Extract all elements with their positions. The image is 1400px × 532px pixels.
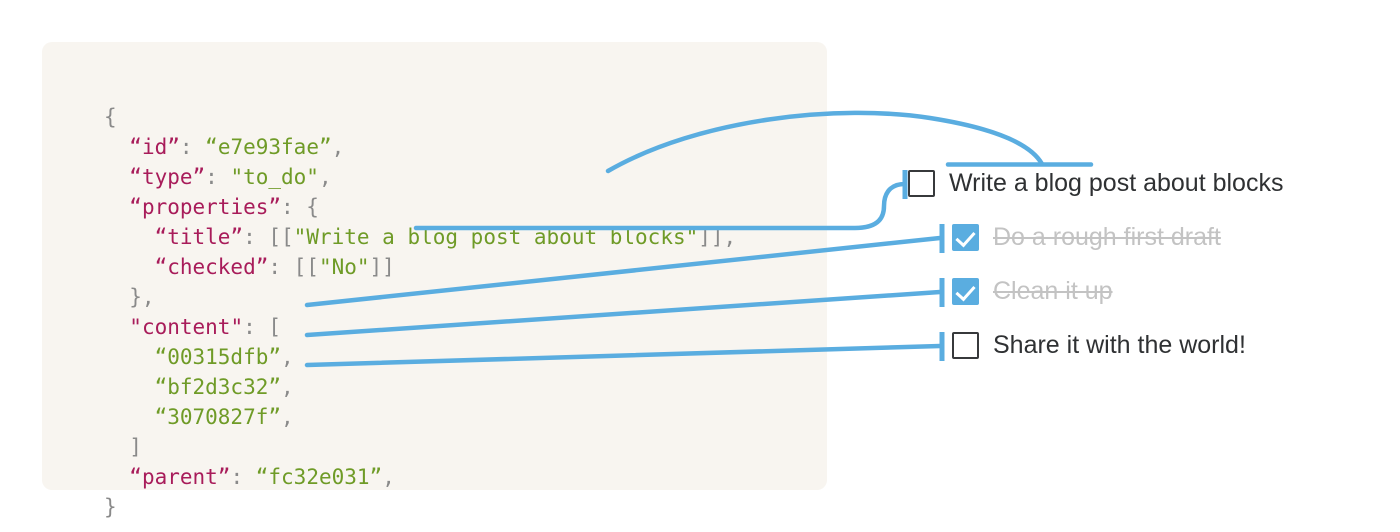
- code-token: : [[: [243, 225, 294, 249]
- code-token: [104, 345, 155, 369]
- json-code-block: { “id”: “e7e93fae”, “type”: "to_do", “pr…: [104, 102, 736, 522]
- checkbox-checked-icon[interactable]: [952, 223, 979, 251]
- code-line-3: “properties”: {: [104, 192, 736, 222]
- code-token: "Write a blog post about blocks": [293, 225, 699, 249]
- code-token: “3070827f”: [154, 405, 282, 429]
- checkbox-unchecked-icon[interactable]: [952, 331, 979, 359]
- code-token: [104, 225, 155, 249]
- code-token: ]],: [698, 225, 737, 249]
- code-token: : [: [243, 315, 282, 339]
- code-token: “parent”: [129, 465, 231, 489]
- code-token: ]: [104, 435, 142, 459]
- code-token: :: [179, 135, 206, 159]
- code-token: “id”: [129, 135, 180, 159]
- code-line-10: “3070827f”,: [104, 402, 736, 432]
- checkbox-unchecked-icon[interactable]: [908, 169, 935, 197]
- todo-item-label: Clean it up: [993, 277, 1113, 305]
- code-token: ,: [382, 465, 395, 489]
- code-token: ,: [331, 135, 345, 159]
- code-token: “e7e93fae”: [205, 135, 332, 159]
- code-token: “checked”: [154, 255, 269, 279]
- code-token: “bf2d3c32”: [154, 375, 282, 399]
- code-token: ,: [281, 405, 294, 429]
- code-line-5: “checked”: [["No"]]: [104, 252, 736, 282]
- code-token: "No": [318, 255, 370, 279]
- code-line-11: ]: [104, 432, 736, 462]
- todo-item[interactable]: Write a blog post about blocks: [908, 166, 1283, 200]
- code-line-2: “type”: "to_do",: [104, 162, 736, 192]
- code-token: :: [230, 465, 256, 489]
- checkbox-checked-icon[interactable]: [952, 277, 979, 305]
- code-token: “properties”: [129, 195, 282, 219]
- code-token: [104, 135, 129, 159]
- code-token: [104, 465, 129, 489]
- code-token: }: [104, 495, 117, 519]
- code-line-1: “id”: “e7e93fae”,: [104, 132, 736, 162]
- code-token: :: [205, 165, 231, 189]
- code-line-4: “title”: [["Write a blog post about bloc…: [104, 222, 737, 252]
- code-token: “title”: [154, 225, 244, 249]
- code-token: “fc32e031”: [255, 465, 383, 489]
- todo-item[interactable]: Share it with the world!: [952, 328, 1246, 362]
- todo-item-label: Do a rough first draft: [993, 223, 1221, 251]
- code-token: “00315dfb”: [154, 345, 282, 369]
- code-token: [104, 195, 129, 219]
- code-line-0: {: [104, 102, 736, 132]
- code-line-12: “parent”: “fc32e031”,: [104, 462, 736, 492]
- code-line-7: "content": [: [104, 312, 736, 342]
- json-code-panel: { “id”: “e7e93fae”, “type”: "to_do", “pr…: [42, 42, 827, 519]
- code-token: : {: [281, 195, 319, 219]
- code-token: ]]: [369, 255, 395, 279]
- todo-item-label: Share it with the world!: [993, 331, 1246, 359]
- code-token: ,: [318, 165, 332, 189]
- todo-item[interactable]: Do a rough first draft: [952, 220, 1221, 254]
- code-line-8: “00315dfb”,: [104, 342, 736, 372]
- code-line-9: “bf2d3c32”,: [104, 372, 736, 402]
- todo-item[interactable]: Clean it up: [952, 274, 1113, 308]
- code-token: [104, 315, 129, 339]
- code-token: : [[: [268, 255, 319, 279]
- code-line-13: }: [104, 492, 736, 522]
- code-token: [104, 405, 155, 429]
- code-token: {: [104, 105, 117, 129]
- code-token: [104, 375, 155, 399]
- code-token: },: [104, 285, 155, 309]
- code-token: [104, 165, 129, 189]
- todo-item-label: Write a blog post about blocks: [949, 169, 1284, 197]
- code-token: “type”: [129, 165, 206, 189]
- code-token: ,: [281, 375, 294, 399]
- code-token: ,: [281, 345, 294, 369]
- code-line-6: },: [104, 282, 736, 312]
- code-token: "to_do": [230, 165, 319, 189]
- code-token: "content": [129, 315, 244, 339]
- code-token: [104, 255, 155, 279]
